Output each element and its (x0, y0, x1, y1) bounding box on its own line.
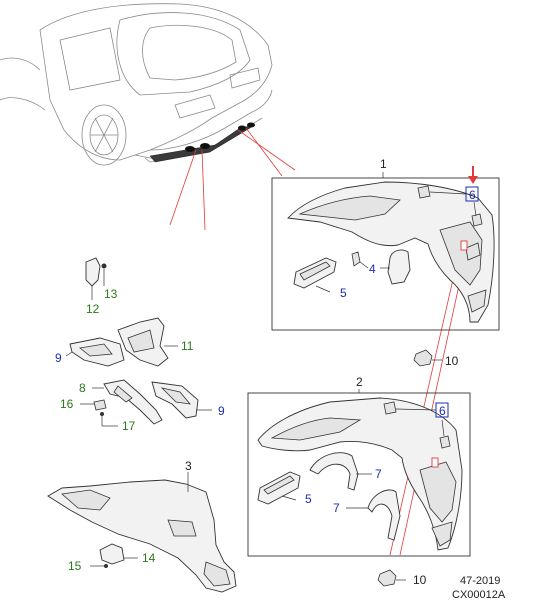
callout-9-upper: 9 (55, 351, 62, 365)
callout-2: 2 (356, 375, 363, 389)
callout-1: 1 (380, 157, 387, 171)
screw-15 (90, 564, 108, 568)
callout-4: 4 (369, 262, 376, 276)
callout-10-lower: 10 (413, 573, 427, 587)
bracket-9-lower (151, 381, 212, 419)
bracket-9-upper (65, 337, 125, 367)
callout-10-upper: 10 (445, 354, 459, 368)
callout-9-lower: 9 (218, 404, 225, 418)
callout-7-lower: 7 (333, 501, 340, 515)
clip-12 (85, 257, 101, 300)
callout-5-upper: 5 (340, 286, 347, 300)
callout-6-upper: 6 (469, 188, 476, 202)
callout-13: 13 (104, 287, 118, 301)
screw-17 (100, 412, 118, 427)
bracket-14 (99, 543, 138, 565)
callout-6-lower-box (435, 402, 449, 418)
clip-near-callout-6-upper (417, 185, 467, 199)
bracket-4-upper (351, 249, 411, 285)
fastener-clip-6-upper (471, 201, 483, 227)
callout-7-upper: 7 (375, 467, 382, 481)
callout-15: 15 (68, 559, 82, 573)
clip-16 (80, 399, 107, 411)
callout-6-upper-box (465, 186, 479, 202)
fastener-clip-6-lower (439, 419, 451, 449)
cap-10-lower (377, 569, 406, 587)
callout-5-lower: 5 (305, 492, 312, 506)
cap-10-upper (413, 349, 442, 367)
trim-strip-7-lower (346, 489, 401, 541)
callout-6-lower: 6 (439, 404, 446, 418)
callout-11: 11 (181, 339, 194, 353)
screw-13 (101, 263, 107, 286)
callout-16: 16 (60, 397, 74, 411)
callout-14: 14 (142, 551, 156, 565)
highlight-arrow (468, 166, 478, 184)
reflector-5-lower (257, 471, 301, 505)
rear-bumper-cover-lower (257, 397, 463, 551)
assembly-box-upper (271, 177, 500, 331)
callout-8: 8 (79, 381, 86, 395)
clip-near-callout-6-lower (383, 401, 437, 415)
trim-strip-7-upper (309, 452, 372, 491)
rear-bumper-cover-upper (287, 181, 495, 323)
bracket-8 (92, 379, 163, 425)
callout-17: 17 (122, 419, 136, 433)
drawing-id: CX00012A (452, 589, 506, 601)
undertray-panel-3 (47, 472, 237, 593)
bracket-11 (117, 317, 178, 367)
callout-12: 12 (86, 302, 100, 316)
reflector-5-upper (293, 257, 337, 293)
callout-3: 3 (185, 459, 192, 473)
date-code: 47-2019 (460, 575, 500, 587)
vehicle-overview-illustration (0, 3, 273, 166)
